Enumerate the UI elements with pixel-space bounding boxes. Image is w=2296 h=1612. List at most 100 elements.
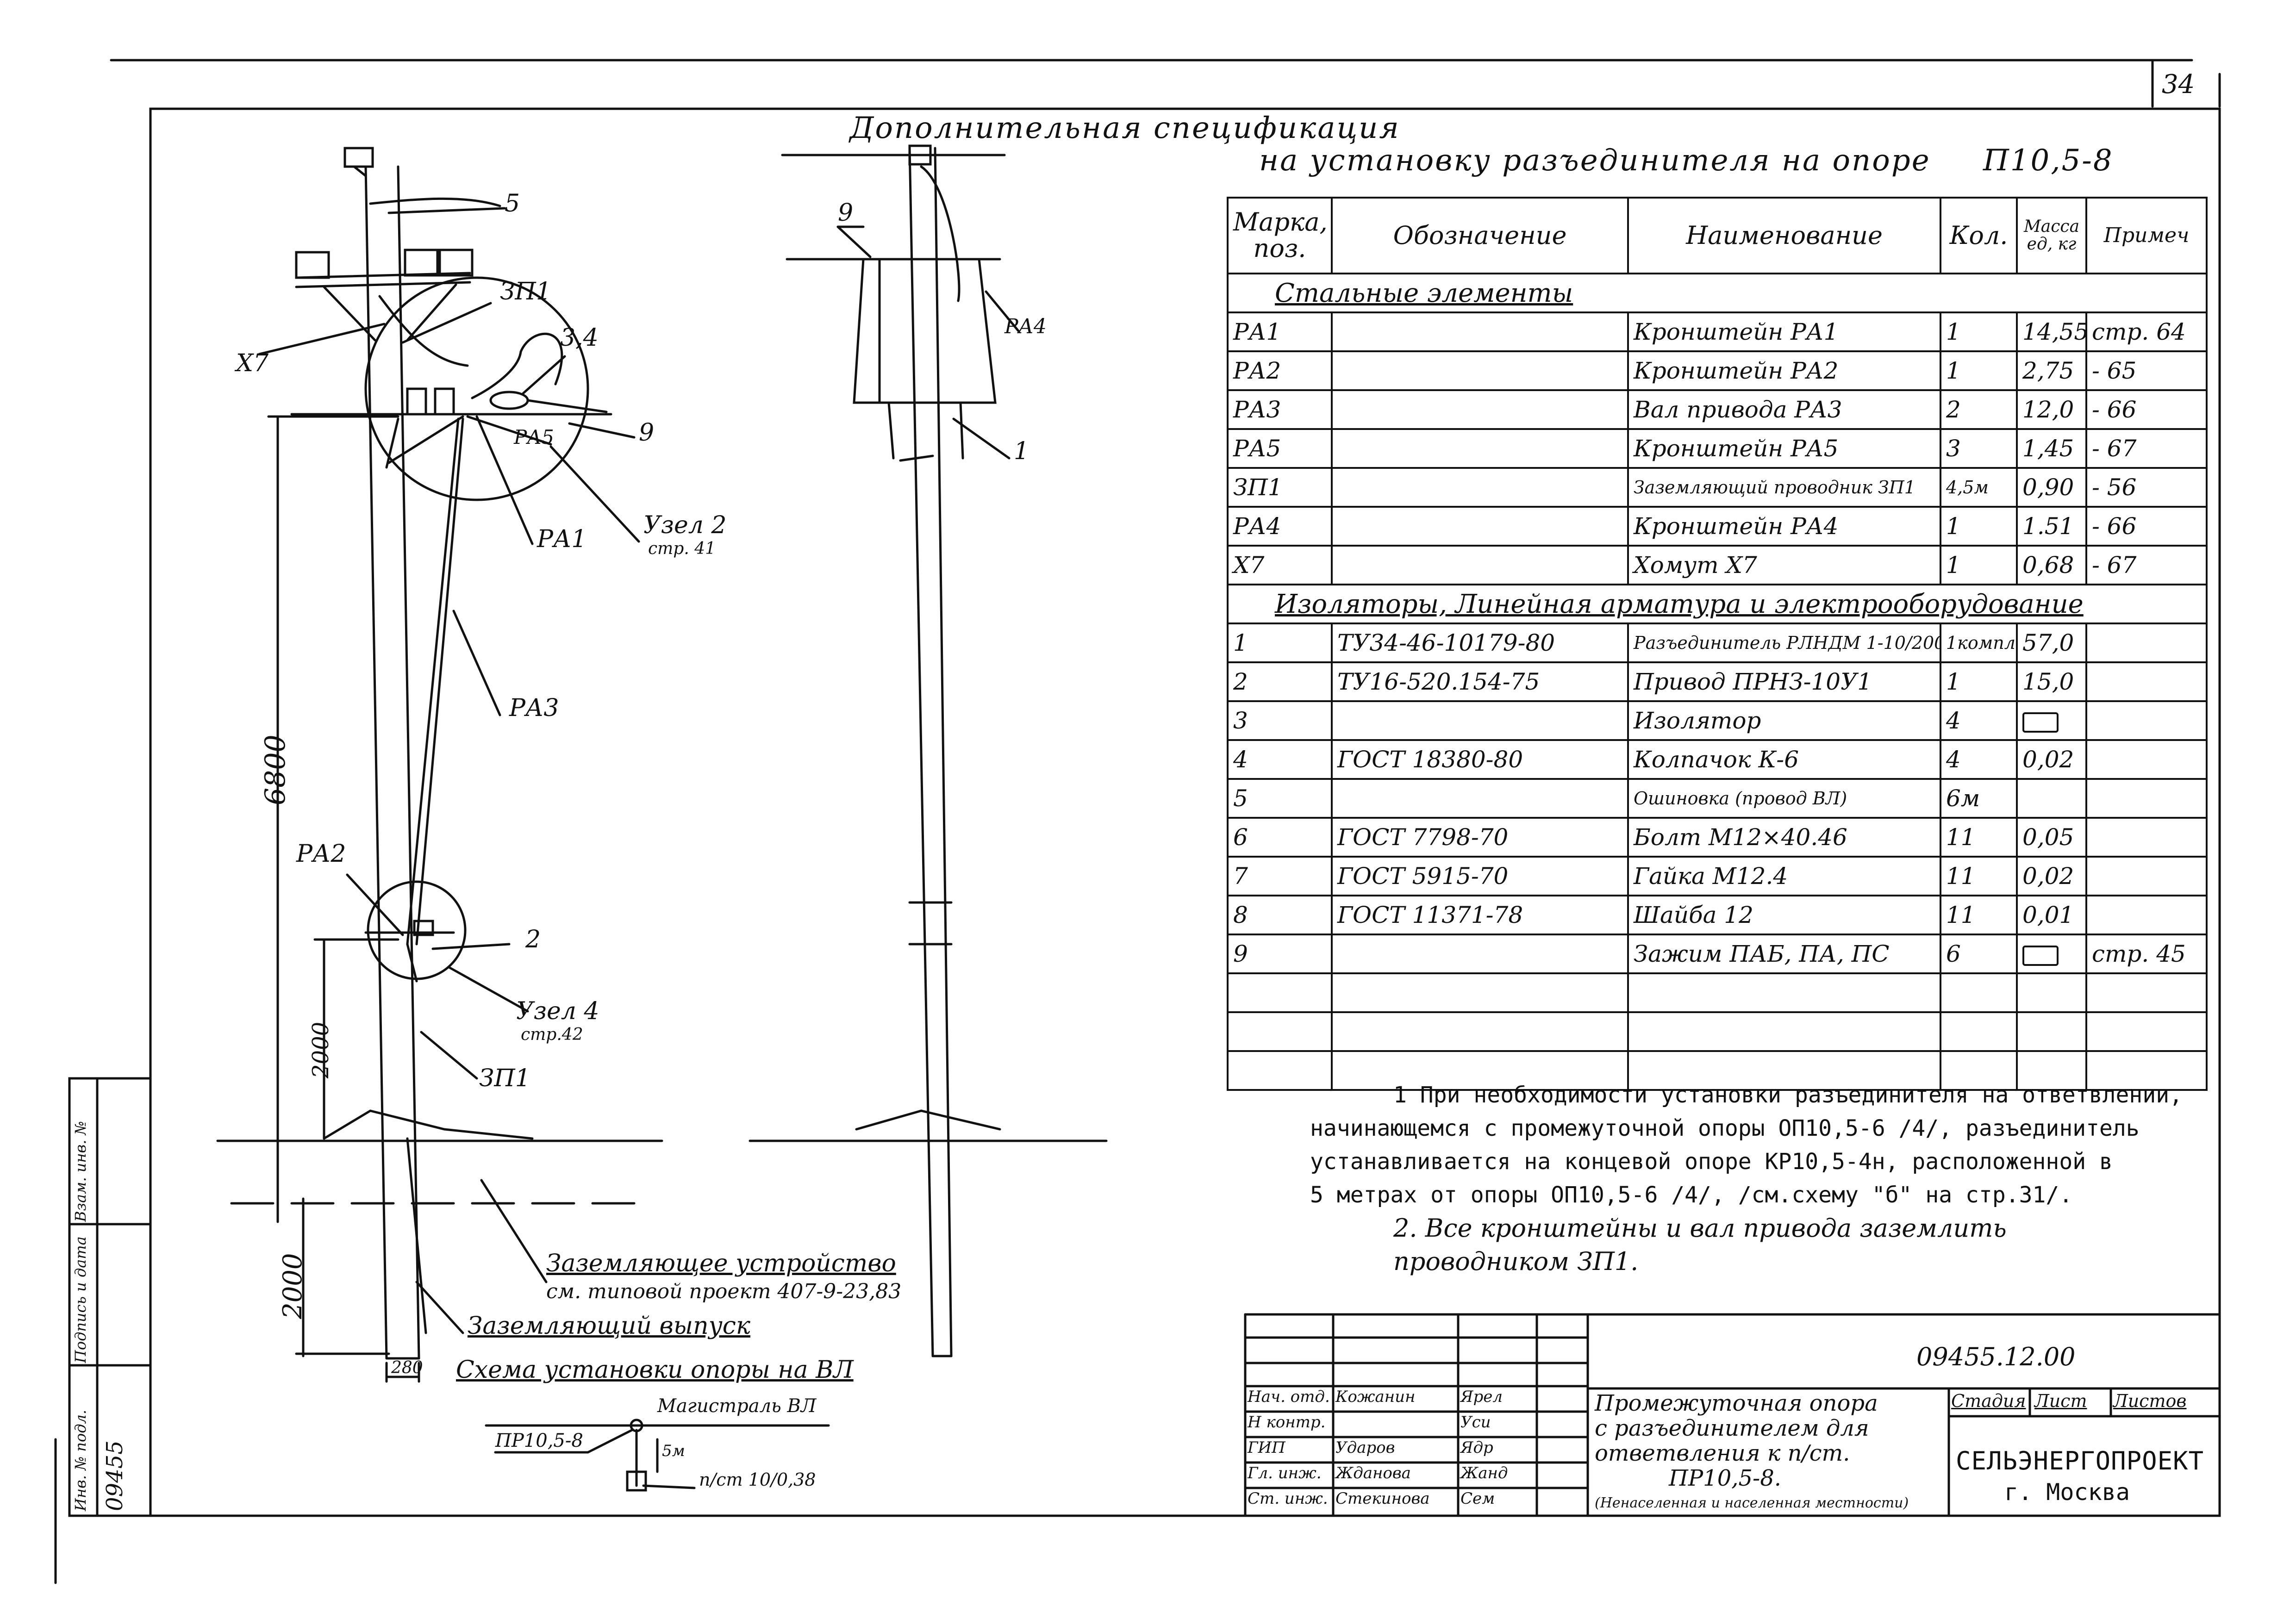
- spec-cell-note: - 66: [2085, 506, 2208, 547]
- spec-cell-qty: 1: [1940, 661, 2018, 702]
- spec-cell-mark: РА5: [1227, 428, 1333, 469]
- label-pa2: РА2: [296, 840, 346, 868]
- spec-empty-cell: [1627, 1011, 1941, 1052]
- label-pa4: РА4: [1004, 315, 1047, 338]
- title-block-frame: [1244, 1313, 2221, 1517]
- spec-cell-designation: [1331, 389, 1629, 430]
- spec-section-row: Стальные элементы: [1227, 273, 2208, 313]
- label-ground-device: Заземляющее устройство: [546, 1250, 896, 1277]
- spec-cell-name: Зажим ПАБ, ПА, ПС: [1627, 934, 1941, 974]
- spec-title-line2: на установку разъединителя на опоре П10,…: [1259, 143, 2114, 178]
- spec-empty-cell: [1940, 1050, 2018, 1091]
- note-line: устанавливается на концевой опоре КР10,5…: [1310, 1149, 2113, 1175]
- spec-cell-name: Кронштейн РА5: [1627, 428, 1941, 469]
- stage-label: Стадия: [1951, 1391, 2026, 1411]
- spec-cell-name: Гайка М12.4: [1627, 856, 1941, 896]
- spec-cell-name: Изолятор: [1627, 700, 1941, 741]
- desc-line: ПР10,5-8.: [1669, 1465, 1782, 1491]
- dim-280: 280: [391, 1358, 423, 1377]
- spec-cell-mark: ЗП1: [1227, 467, 1333, 508]
- spec-cell-mass: 0,05: [2016, 817, 2087, 858]
- label-zp1-bottom: ЗП1: [479, 1064, 530, 1092]
- note-line: проводником ЗП1.: [1393, 1247, 1639, 1276]
- tb-role: Н контр.: [1248, 1413, 1326, 1432]
- desc-line: с разъединителем для: [1595, 1415, 1869, 1441]
- spec-cell-mass: 0,02: [2016, 856, 2087, 896]
- spec-cell-mark: 9: [1227, 934, 1333, 974]
- installation-scheme: [485, 1419, 830, 1492]
- spec-cell-note: - 66: [2085, 389, 2208, 430]
- note-line: 5 метрах от опоры ОП10,5-6 /4/, /см.схем…: [1310, 1182, 2073, 1208]
- spec-cell-designation: [1331, 350, 1629, 391]
- spec-cell-note: [2085, 895, 2208, 935]
- spec-header-row: Марка, поз. Обозначение Наименование Кол…: [1227, 197, 2208, 274]
- spec-cell-mark: РА2: [1227, 350, 1333, 391]
- spec-empty-cell: [1940, 972, 2018, 1013]
- tb-name: Стекинова: [1335, 1489, 1430, 1508]
- spec-title-text: на установку разъединителя на опоре: [1259, 143, 1931, 178]
- spec-table: Марка, поз. Обозначение Наименование Кол…: [1227, 197, 2208, 1091]
- spec-cell-name: Шайба 12: [1627, 895, 1941, 935]
- blank-box-icon: [2022, 712, 2059, 733]
- spec-cell-mass: 1.51: [2016, 506, 2087, 547]
- header-qty: Кол.: [1940, 197, 2018, 274]
- spec-cell-qty: 6м: [1940, 778, 2018, 819]
- tb-sign: Жанд: [1460, 1464, 1508, 1482]
- desc-line: (Ненаселенная и населенная местности): [1595, 1495, 1909, 1511]
- spec-cell-mass: [2016, 934, 2087, 974]
- stamp-replace-label: Взам. инв. №: [72, 1121, 89, 1222]
- doc-description: Промежуточная опора с разъединителем для…: [1595, 1391, 1909, 1516]
- spec-empty-row: [1227, 1011, 2208, 1052]
- header-mass: Масса ед, кг: [2016, 197, 2087, 274]
- label-ground-device-ref: см. типовой проект 407-9-23,83: [546, 1280, 902, 1303]
- spec-cell-mark: 5: [1227, 778, 1333, 819]
- spec-cell-qty: 1: [1940, 311, 2018, 352]
- header-mark: Марка, поз.: [1227, 197, 1333, 274]
- spec-cell-designation: ГОСТ 18380-80: [1331, 739, 1629, 780]
- spec-cell-designation: ГОСТ 5915-70: [1331, 856, 1629, 896]
- scheme-substation: п/ст 10/0,38: [699, 1469, 816, 1490]
- spec-empty-cell: [1227, 972, 1333, 1013]
- note-line: начинающемся с промежуточной опоры ОП10,…: [1310, 1115, 2140, 1141]
- spec-cell-mass: 0,02: [2016, 739, 2087, 780]
- scheme-distance: 5м: [662, 1442, 685, 1460]
- spec-title-pole: П10,5-8: [1983, 143, 2114, 178]
- spec-cell-mark: 2: [1227, 661, 1333, 702]
- spec-cell-qty: 2: [1940, 389, 2018, 430]
- spec-cell-mass: 2,75: [2016, 350, 2087, 391]
- spec-cell-mass: 1,45: [2016, 428, 2087, 469]
- spec-cell-mark: РА3: [1227, 389, 1333, 430]
- header-designation: Обозначение: [1331, 197, 1629, 274]
- spec-empty-cell: [1940, 1011, 2018, 1052]
- spec-cell-mass: 12,0: [2016, 389, 2087, 430]
- spec-cell-note: [2085, 700, 2208, 741]
- label-uzel2-ref: стр. 41: [648, 539, 716, 558]
- tb-name: Жданова: [1335, 1464, 1411, 1482]
- spec-cell-designation: ТУ16-520.154-75: [1331, 661, 1629, 702]
- spec-cell-mass: 14,55: [2016, 311, 2087, 352]
- spec-cell-qty: 1: [1940, 350, 2018, 391]
- spec-cell-designation: [1331, 545, 1629, 585]
- spec-cell-designation: [1331, 934, 1629, 974]
- org-name: СЕЛЬЭНЕРГОПРОЕКТ: [1956, 1446, 2204, 1475]
- spec-cell-name: Вал привода РА3: [1627, 389, 1941, 430]
- tb-name: Ударов: [1335, 1438, 1395, 1457]
- spec-cell-designation: [1331, 311, 1629, 352]
- spec-cell-designation: ГОСТ 7798-70: [1331, 817, 1629, 858]
- sheet-frame: [149, 107, 2221, 1517]
- tb-role: Гл. инж.: [1248, 1464, 1322, 1482]
- spec-cell-qty: 11: [1940, 895, 2018, 935]
- label-3-4: 3,4: [560, 324, 599, 352]
- note-line: 2. Все кронштейны и вал привода заземлит…: [1393, 1214, 2007, 1243]
